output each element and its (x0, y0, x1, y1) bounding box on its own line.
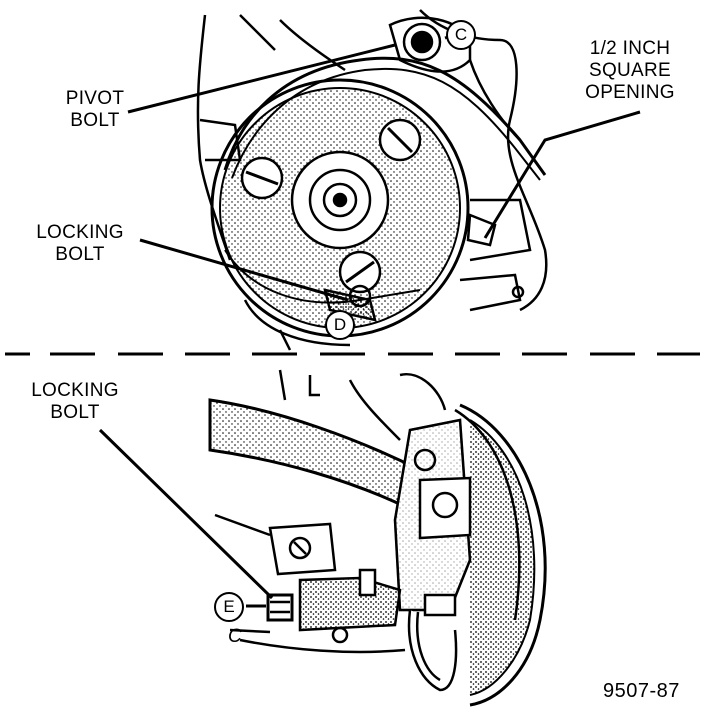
pivot-bolt-label-line2: BOLT (70, 110, 120, 131)
callout-c-bottom: C (228, 626, 243, 647)
square-opening-label: 1/2 INCH SQUARE OPENING (575, 38, 685, 104)
square-opening-label-line1: 1/2 INCH (589, 38, 671, 59)
figure-number: 9507-87 (603, 680, 680, 702)
locking-bolt-bottom-label: LOCKING BOLT (25, 380, 125, 424)
square-opening-label-line3: OPENING (585, 82, 675, 103)
bottom-leader-lines (98, 428, 274, 608)
locking-bolt-top-label: LOCKING BOLT (30, 222, 130, 266)
top-view-pump-assembly (196, 9, 548, 351)
bottom-view-pump-assembly (208, 369, 547, 707)
pivot-bolt-label: PIVOT BOLT (55, 88, 135, 132)
square-opening-label-line2: SQUARE (588, 60, 672, 81)
callout-c-top: C (446, 20, 476, 50)
locking-bolt-bottom-label-line2: BOLT (50, 402, 100, 423)
pivot-bolt-label-line1: PIVOT (65, 88, 125, 109)
callout-d: D (325, 310, 355, 340)
top-leader-lines (127, 33, 641, 302)
locking-bolt-bottom-label-line1: LOCKING (31, 380, 119, 401)
locking-bolt-top-label-line2: BOLT (55, 244, 105, 265)
callout-e: E (214, 592, 244, 622)
locking-bolt-top-label-line1: LOCKING (36, 222, 124, 243)
